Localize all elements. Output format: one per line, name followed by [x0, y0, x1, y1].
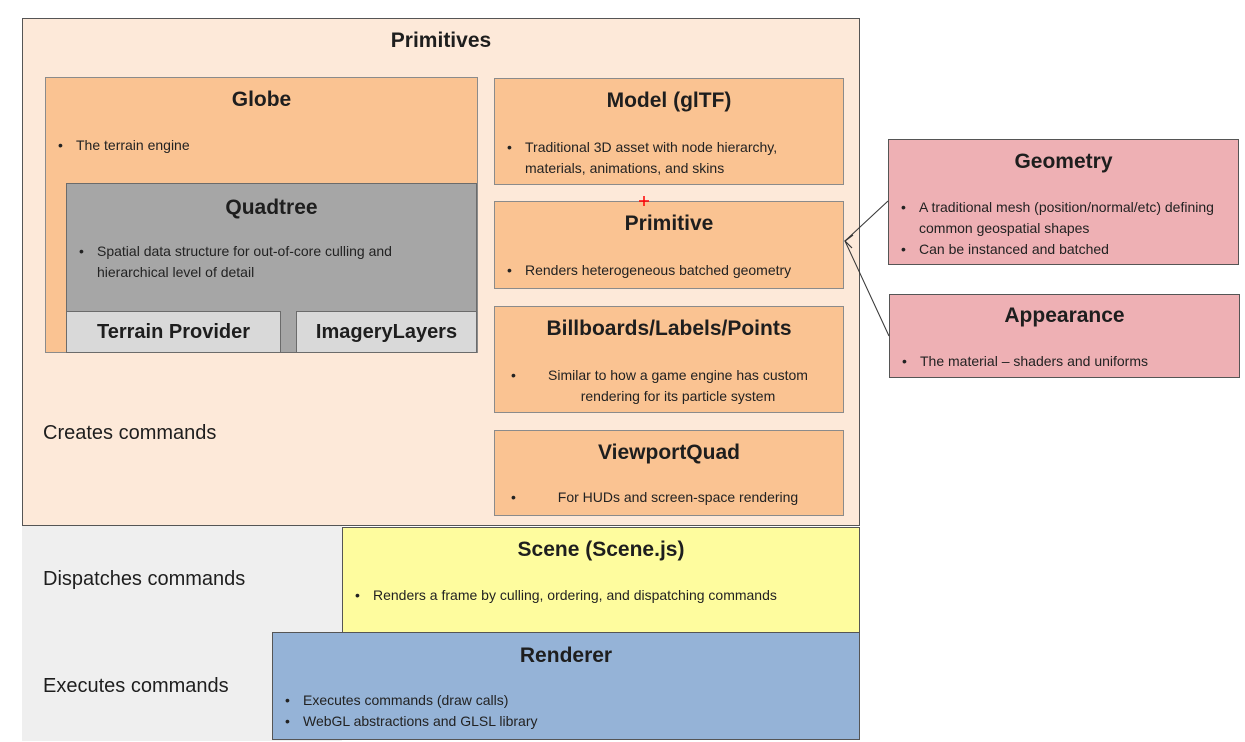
appearance-title: Appearance: [1004, 304, 1125, 327]
scene-bullets: Renders a frame by culling, ordering, an…: [351, 585, 851, 606]
quadtree-bullets: Spatial data structure for out-of-core c…: [75, 241, 460, 283]
appearance-box: Appearance The material – shaders and un…: [889, 294, 1240, 378]
appearance-to-primitive-connector: [844, 240, 890, 337]
primitive-box: Primitive Renders heterogeneous batched …: [494, 201, 844, 289]
viewport-quad-box: ViewportQuad For HUDs and screen-space r…: [494, 430, 844, 516]
imagery-layers-title: ImageryLayers: [315, 321, 458, 343]
geometry-to-primitive-connector: [844, 200, 889, 242]
quadtree-bullet: Spatial data structure for out-of-core c…: [75, 241, 460, 283]
primitives-title: Primitives: [390, 29, 492, 52]
creates-commands-label: Creates commands: [43, 422, 217, 444]
scene-bullet: Renders a frame by culling, ordering, an…: [351, 585, 851, 606]
quadtree-title: Quadtree: [225, 196, 318, 219]
globe-bullets: The terrain engine: [54, 135, 454, 156]
geometry-bullet: Can be instanced and batched: [897, 239, 1227, 260]
model-bullet: Traditional 3D asset with node hierarchy…: [503, 137, 833, 179]
viewport-quad-bullet: For HUDs and screen-space rendering: [507, 487, 827, 508]
executes-commands-label: Executes commands: [43, 675, 229, 697]
model-bullets: Traditional 3D asset with node hierarchy…: [503, 137, 833, 179]
renderer-title: Renderer: [519, 644, 613, 667]
appearance-bullets: The material – shaders and uniforms: [898, 351, 1228, 372]
terrain-provider-box: Terrain Provider: [66, 311, 281, 353]
crosshair-cursor-icon: [639, 196, 649, 206]
geometry-box: Geometry A traditional mesh (position/no…: [888, 139, 1239, 265]
imagery-layers-box: ImageryLayers: [296, 311, 477, 353]
billboards-title: Billboards/Labels/Points: [546, 317, 792, 340]
renderer-bullets: Executes commands (draw calls) WebGL abs…: [281, 690, 841, 732]
primitive-bullet: Renders heterogeneous batched geometry: [503, 260, 833, 281]
arrowhead-icon: [844, 234, 854, 249]
primitive-title: Primitive: [624, 212, 714, 235]
model-box: Model (glTF) Traditional 3D asset with n…: [494, 78, 844, 185]
primitive-bullets: Renders heterogeneous batched geometry: [503, 260, 833, 281]
renderer-box: Renderer Executes commands (draw calls) …: [272, 632, 860, 740]
billboards-bullet: Similar to how a game engine has custom …: [507, 365, 827, 407]
appearance-bullet: The material – shaders and uniforms: [898, 351, 1228, 372]
geometry-bullets: A traditional mesh (position/normal/etc)…: [897, 197, 1227, 260]
billboards-box: Billboards/Labels/Points Similar to how …: [494, 306, 844, 413]
geometry-title: Geometry: [1014, 150, 1113, 173]
renderer-bullet: Executes commands (draw calls): [281, 690, 841, 711]
geometry-bullet: A traditional mesh (position/normal/etc)…: [897, 197, 1227, 239]
billboards-bullets: Similar to how a game engine has custom …: [507, 365, 827, 407]
scene-title: Scene (Scene.js): [517, 538, 685, 561]
scene-box: Scene (Scene.js) Renders a frame by cull…: [342, 527, 860, 633]
model-title: Model (glTF): [606, 89, 732, 112]
globe-title: Globe: [231, 88, 292, 111]
viewport-quad-title: ViewportQuad: [598, 441, 740, 464]
renderer-bullet: WebGL abstractions and GLSL library: [281, 711, 841, 732]
terrain-provider-title: Terrain Provider: [96, 321, 251, 343]
viewport-quad-bullets: For HUDs and screen-space rendering: [507, 487, 827, 508]
globe-bullet: The terrain engine: [54, 135, 454, 156]
dispatches-commands-label: Dispatches commands: [43, 568, 246, 590]
